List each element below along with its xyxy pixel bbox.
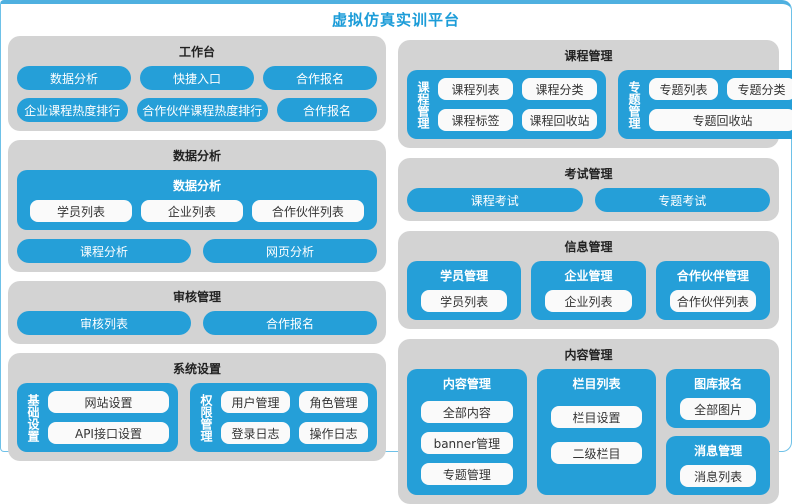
menu-button-all-content[interactable]: 全部内容 <box>421 401 513 423</box>
menu-button-topic-list[interactable]: 专题列表 <box>649 78 719 100</box>
group-gallery-signup-title: 图库报名 <box>694 377 743 391</box>
panel-data-analysis: 数据分析 数据分析 学员列表 企业列表 合作伙伴列表 课程分析 网页分析 <box>8 140 386 272</box>
group-column-list: 栏目列表 栏目设置 二级栏目 <box>536 369 657 495</box>
menu-pill-data-analysis[interactable]: 数据分析 <box>17 66 131 90</box>
group-message-mgmt-title: 消息管理 <box>694 444 743 458</box>
menu-pill-course-exam[interactable]: 课程考试 <box>407 188 583 212</box>
menu-pill-topic-exam[interactable]: 专题考试 <box>594 188 770 212</box>
right-column: 课程管理 课程管理 课程列表 课程分类 课程标签 课程回收站 专题管理 专题列表… <box>398 40 792 504</box>
panel-exam-mgmt-title: 考试管理 <box>564 167 613 181</box>
menu-button-role-mgmt[interactable]: 角色管理 <box>298 391 368 413</box>
group-permission-mgmt: 权限管理 用户管理 角色管理 登录日志 操作日志 <box>189 383 377 452</box>
menu-button-sub-column[interactable]: 二级栏目 <box>550 442 643 464</box>
panel-data-analysis-title: 数据分析 <box>172 149 221 163</box>
menu-button-api-settings[interactable]: API接口设置 <box>48 422 169 444</box>
group-permission-mgmt-label: 权限管理 <box>198 393 213 442</box>
menu-button-topic-category[interactable]: 专题分类 <box>727 78 792 100</box>
group-course-mgmt: 课程管理 课程列表 课程分类 课程标签 课程回收站 <box>407 70 607 139</box>
menu-pill-quick-entry[interactable]: 快捷入口 <box>140 66 254 90</box>
group-topic-mgmt-label: 专题管理 <box>627 80 642 129</box>
menu-button-topic-mgmt-content[interactable]: 专题管理 <box>421 463 513 485</box>
panel-info-mgmt: 信息管理 学员管理 学员列表 企业管理 企业列表 合作伙伴管理 合作伙伴列表 <box>398 231 779 329</box>
menu-button-course-list[interactable]: 课程列表 <box>438 78 514 100</box>
panel-exam-mgmt: 考试管理 课程考试 专题考试 <box>398 158 779 221</box>
menu-button-banner-mgmt[interactable]: banner管理 <box>421 432 513 454</box>
menu-pill-web-analysis[interactable]: 网页分析 <box>203 239 377 263</box>
menu-button-message-list[interactable]: 消息列表 <box>680 465 757 487</box>
menu-pill-audit-list[interactable]: 审核列表 <box>17 311 191 335</box>
menu-button-partner-list[interactable]: 合作伙伴列表 <box>251 200 364 222</box>
panel-system-settings: 系统设置 基础设置 网站设置 API接口设置 权限管理 用户管理 角色管理 登录… <box>8 353 386 461</box>
panel-course-mgmt: 课程管理 课程管理 课程列表 课程分类 课程标签 课程回收站 专题管理 专题列表… <box>398 40 792 148</box>
group-enterprise-mgmt: 企业管理 企业列表 <box>531 261 646 320</box>
menu-button-user-mgmt[interactable]: 用户管理 <box>220 391 290 413</box>
group-basic-settings: 基础设置 网站设置 API接口设置 <box>17 383 178 452</box>
menu-button-operation-log[interactable]: 操作日志 <box>298 422 368 444</box>
panel-audit-title: 审核管理 <box>172 290 221 304</box>
group-topic-mgmt: 专题管理 专题列表 专题分类 专题回收站 <box>618 70 792 139</box>
panel-system-settings-title: 系统设置 <box>172 362 221 376</box>
group-partner-mgmt-title: 合作伙伴管理 <box>676 269 749 283</box>
group-message-mgmt: 消息管理 消息列表 <box>666 436 771 495</box>
menu-pill-enterprise-course-rank[interactable]: 企业课程热度排行 <box>17 98 128 122</box>
menu-button-course-tag[interactable]: 课程标签 <box>438 109 514 131</box>
menu-button-course-recycle[interactable]: 课程回收站 <box>522 109 598 131</box>
menu-button-login-log[interactable]: 登录日志 <box>220 422 290 444</box>
menu-pill-coop-signup[interactable]: 合作报名 <box>263 66 377 90</box>
group-student-mgmt-title: 学员管理 <box>440 269 489 283</box>
menu-pill-coop-signup-audit[interactable]: 合作报名 <box>203 311 377 335</box>
menu-button-topic-recycle[interactable]: 专题回收站 <box>649 109 792 131</box>
menu-pill-coop-signup-2[interactable]: 合作报名 <box>277 98 377 122</box>
menu-button-partner-list-info[interactable]: 合作伙伴列表 <box>669 290 756 312</box>
menu-button-all-pictures[interactable]: 全部图片 <box>680 398 757 420</box>
group-course-mgmt-label: 课程管理 <box>416 80 430 129</box>
menu-pill-course-analysis[interactable]: 课程分析 <box>17 239 191 263</box>
group-gallery-signup: 图库报名 全部图片 <box>666 369 771 428</box>
left-column: 工作台 数据分析 快捷入口 合作报名 企业课程热度排行 合作伙伴课程热度排行 合… <box>8 36 386 461</box>
panel-course-mgmt-title: 课程管理 <box>564 49 613 63</box>
group-basic-settings-label: 基础设置 <box>26 393 40 442</box>
menu-button-site-settings[interactable]: 网站设置 <box>48 391 169 413</box>
menu-button-student-list-info[interactable]: 学员列表 <box>421 290 508 312</box>
group-data-analysis: 数据分析 学员列表 企业列表 合作伙伴列表 <box>17 170 377 230</box>
menu-pill-partner-course-rank[interactable]: 合作伙伴课程热度排行 <box>136 98 269 122</box>
menu-button-enterprise-list-info[interactable]: 企业列表 <box>545 290 632 312</box>
page-title: 虚拟仿真实训平台 <box>331 11 460 29</box>
group-partner-mgmt: 合作伙伴管理 合作伙伴列表 <box>655 261 770 320</box>
panel-workbench-title: 工作台 <box>178 45 215 59</box>
panel-content-mgmt: 内容管理 内容管理 全部内容 banner管理 专题管理 栏目列表 栏目设置 二… <box>398 339 779 504</box>
group-content-mgmt-title: 内容管理 <box>442 377 491 391</box>
group-student-mgmt: 学员管理 学员列表 <box>407 261 522 320</box>
menu-button-student-list[interactable]: 学员列表 <box>30 200 132 222</box>
menu-button-enterprise-list[interactable]: 企业列表 <box>140 200 243 222</box>
panel-workbench: 工作台 数据分析 快捷入口 合作报名 企业课程热度排行 合作伙伴课程热度排行 合… <box>8 36 386 131</box>
group-column-list-title: 栏目列表 <box>572 377 621 391</box>
group-enterprise-mgmt-title: 企业管理 <box>564 269 613 283</box>
panel-info-mgmt-title: 信息管理 <box>564 240 613 254</box>
menu-button-column-settings[interactable]: 栏目设置 <box>550 406 643 428</box>
panel-content-mgmt-title: 内容管理 <box>564 348 613 362</box>
panel-audit: 审核管理 审核列表 合作报名 <box>8 281 386 344</box>
group-content-mgmt: 内容管理 全部内容 banner管理 专题管理 <box>407 369 527 495</box>
menu-button-course-category[interactable]: 课程分类 <box>522 78 598 100</box>
group-data-analysis-title: 数据分析 <box>172 179 221 193</box>
